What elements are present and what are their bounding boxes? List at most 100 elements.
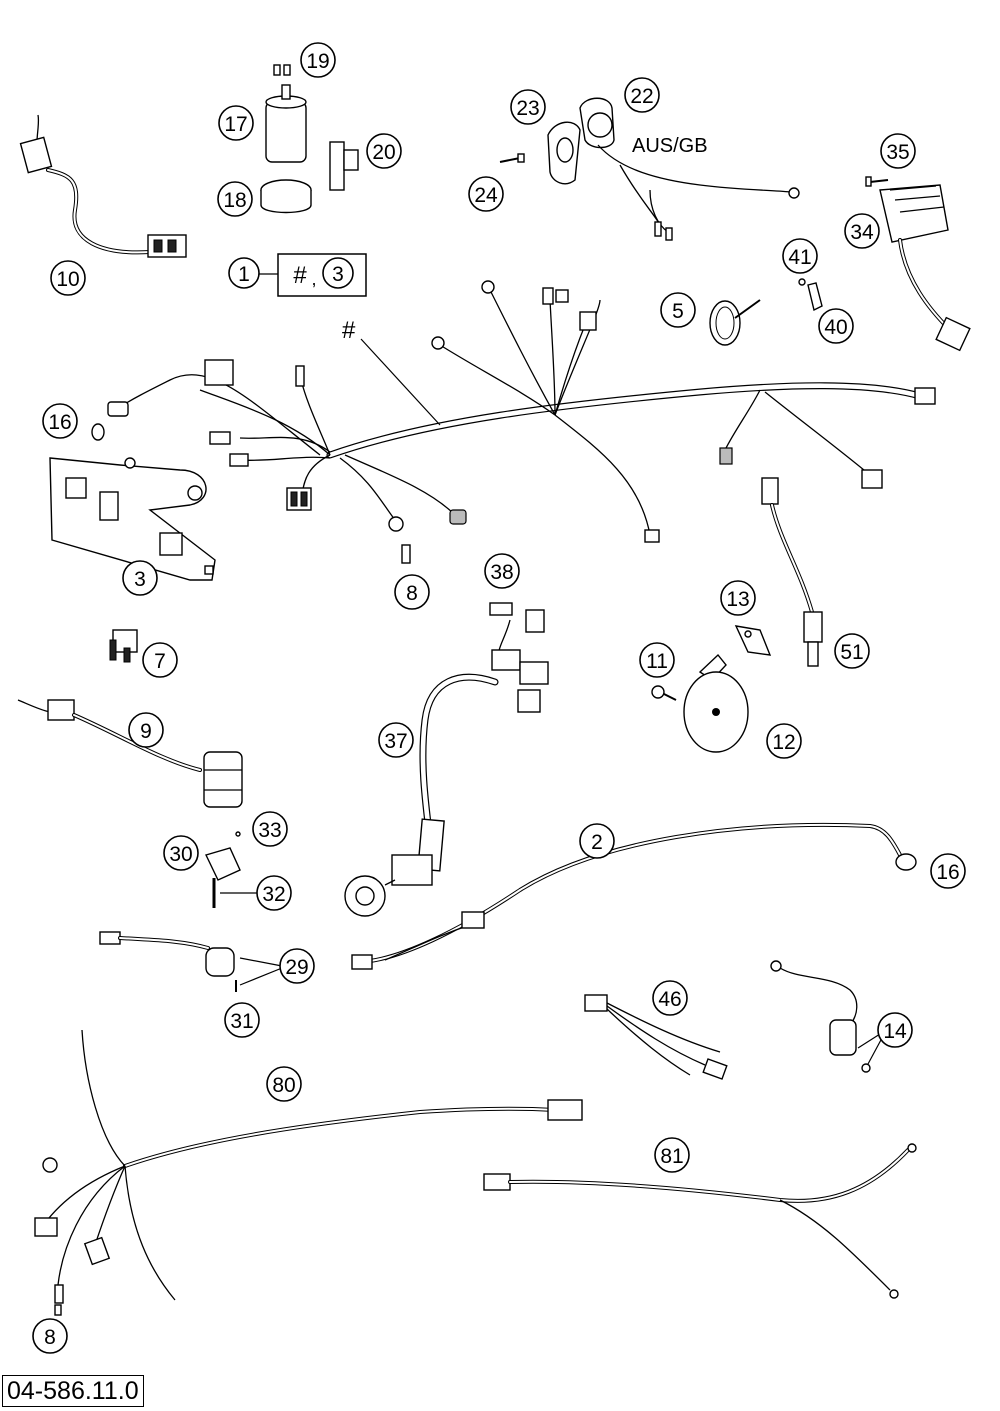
part-38-fuse-holder	[489, 602, 549, 713]
part-13-clip	[734, 625, 772, 656]
svg-text:31: 31	[230, 1010, 253, 1033]
callout-19: 19	[300, 42, 336, 78]
callout-34: 34	[844, 213, 880, 249]
svg-text:10: 10	[56, 268, 79, 291]
part-11-screw	[651, 685, 677, 701]
callout-bubbles: 10 17 19 18 20 23 22 24 35 34 41 40 5 16…	[32, 42, 966, 1354]
part-35-screw	[865, 176, 889, 187]
part-2-cable	[351, 822, 917, 970]
svg-text:34: 34	[850, 221, 874, 244]
callout-16b: 16	[930, 853, 966, 889]
callout-1: 1	[238, 263, 250, 286]
callout-32: 32	[220, 875, 292, 911]
svg-text:13: 13	[726, 588, 749, 611]
callout-46: 46	[652, 980, 688, 1016]
part-14-sensor-cable	[770, 960, 871, 1073]
svg-text:29: 29	[285, 956, 308, 979]
callout-2: 2	[579, 823, 615, 859]
part-17-capacitor	[265, 64, 307, 163]
svg-text:51: 51	[840, 641, 863, 664]
svg-text:46: 46	[658, 988, 681, 1011]
callout-5: 5	[660, 292, 696, 328]
callout-37: 37	[378, 722, 414, 758]
svg-text:81: 81	[660, 1145, 683, 1168]
part-24-screw	[499, 153, 525, 163]
svg-text:24: 24	[474, 184, 498, 207]
svg-text:32: 32	[262, 883, 285, 906]
svg-text:19: 19	[306, 50, 329, 73]
callout-7: 7	[142, 642, 178, 678]
part-34-regulator	[879, 184, 971, 352]
callout-51: 51	[834, 633, 870, 669]
part-10-switch-cable	[19, 114, 187, 258]
callout-3: 3	[122, 560, 158, 596]
aus-gb-label: AUS/GB	[632, 135, 708, 157]
svg-text:7: 7	[154, 650, 166, 673]
group-label: 1 # , 3	[228, 253, 367, 297]
part-18-holder-ring	[260, 179, 312, 214]
part-29-switch-cable	[99, 931, 237, 992]
svg-text:41: 41	[788, 246, 811, 269]
part-81-cable	[483, 1143, 917, 1299]
svg-text:9: 9	[140, 720, 152, 743]
svg-text:20: 20	[372, 141, 395, 164]
callout-12: 12	[766, 723, 802, 759]
callout-40: 40	[818, 308, 854, 344]
callout-29: 29	[239, 948, 315, 986]
part-51-sensor-cable	[761, 477, 823, 667]
part-16-bulb-socket	[91, 401, 129, 441]
svg-text:23: 23	[516, 97, 539, 120]
callout-16a: 16	[42, 403, 78, 439]
callout-18: 18	[217, 181, 253, 217]
callout-41: 41	[782, 238, 818, 274]
callout-35: 35	[880, 133, 916, 169]
svg-text:38: 38	[490, 561, 513, 584]
callout-22: 22	[624, 77, 660, 113]
svg-text:35: 35	[886, 141, 909, 164]
callout-33: 33	[252, 811, 288, 847]
svg-text:12: 12	[772, 731, 795, 754]
callout-23: 23	[510, 89, 546, 125]
callout-11: 11	[639, 642, 675, 678]
svg-text:5: 5	[672, 300, 684, 323]
svg-text:33: 33	[258, 819, 281, 842]
svg-text:14: 14	[883, 1020, 907, 1043]
callout-10: 10	[50, 260, 86, 296]
callout-81: 81	[654, 1137, 690, 1173]
svg-text:17: 17	[224, 113, 247, 136]
svg-text:16: 16	[936, 861, 959, 884]
part-7-relay	[109, 629, 138, 663]
part-80-harness	[34, 1029, 583, 1316]
callout-80: 80	[266, 1066, 302, 1102]
part-22-switch-aus-gb	[579, 97, 800, 241]
callout-8a: 8	[394, 574, 430, 610]
part-3-bracket-plate	[49, 457, 216, 581]
document-id: 04-586.11.0	[2, 1375, 144, 1407]
main-wiring-harness: #	[114, 280, 936, 564]
part-40-clip	[798, 278, 823, 312]
svg-text:2: 2	[591, 831, 603, 854]
svg-text:40: 40	[824, 316, 847, 339]
svg-text:37: 37	[384, 730, 407, 753]
svg-text:16: 16	[48, 411, 71, 434]
part-9-switch-cable	[17, 699, 243, 808]
callout-38: 38	[484, 553, 520, 589]
svg-text:30: 30	[169, 843, 192, 866]
callout-30: 30	[163, 835, 199, 871]
group-hash: #	[293, 262, 307, 289]
svg-text:8: 8	[44, 1326, 56, 1349]
part-12-horn	[683, 653, 749, 753]
harness-marker: #	[342, 317, 356, 344]
svg-text:80: 80	[272, 1074, 295, 1097]
svg-text:18: 18	[223, 189, 246, 212]
callout-8b: 8	[32, 1318, 68, 1354]
callout-24: 24	[468, 176, 504, 212]
svg-text:3: 3	[134, 568, 146, 591]
svg-text:8: 8	[406, 582, 418, 605]
group-comma: ,	[311, 269, 316, 289]
svg-text:11: 11	[646, 650, 668, 673]
part-20-bracket	[329, 141, 359, 191]
callout-13: 13	[720, 580, 756, 616]
part-30-bracket	[205, 831, 241, 881]
part-23-clamp	[547, 121, 581, 185]
